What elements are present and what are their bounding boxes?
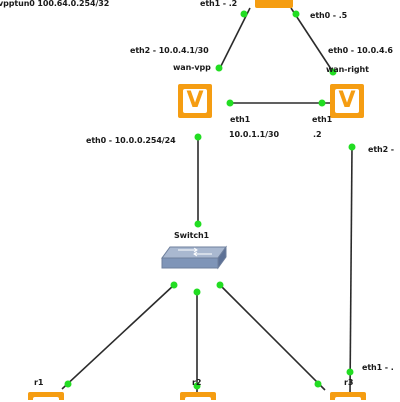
router-wan-vpp[interactable]: V (178, 84, 212, 118)
port-dot (193, 382, 201, 390)
label-eth1-top: eth1 - .2 (200, 0, 238, 8)
label-eth1-wanvpp-ip: 10.0.1.1/30 (229, 130, 279, 139)
router-top-node[interactable] (255, 0, 293, 8)
link-switch-r1[interactable] (61, 284, 175, 390)
label-eth0-wanright: eth0 - 10.0.4.6 (328, 46, 393, 55)
label-eth1-wanright: eth1 (312, 115, 333, 124)
port-dot (318, 99, 326, 107)
router-v-icon: V (338, 88, 356, 113)
label-wan-vpp: wan-vpp (173, 63, 211, 72)
switch1-icon[interactable] (161, 245, 227, 270)
port-dot (194, 133, 202, 141)
link-top-wanvpp[interactable] (219, 7, 251, 69)
label-switch1: Switch1 (174, 231, 210, 240)
label-eth0-wanvpp: eth0 - 10.0.0.254/24 (86, 136, 176, 145)
port-dot (193, 288, 201, 296)
port-dot (348, 143, 356, 151)
label-r2: r2 (192, 378, 202, 387)
router-wan-right[interactable]: V (330, 84, 364, 118)
port-dot (226, 99, 234, 107)
port-dot (240, 10, 248, 18)
label-vpptun0: vpptun0 100.64.0.254/32 (0, 0, 110, 8)
link-wanright-r3[interactable] (349, 146, 353, 395)
label-r3: r3 (344, 378, 354, 387)
link-top-wanright[interactable] (290, 7, 334, 73)
port-dot (329, 68, 337, 76)
port-dot (346, 368, 354, 376)
label-eth2-wanvpp: eth2 - 10.0.4.1/30 (130, 46, 209, 55)
router-r1[interactable] (28, 392, 64, 402)
label-eth1-wanvpp: eth1 (230, 115, 251, 124)
router-r3[interactable] (330, 392, 366, 402)
label-r1: r1 (34, 378, 44, 387)
label-eth1-r3: eth1 - . (362, 363, 394, 372)
label-eth0-top-right: eth0 - .5 (310, 11, 348, 20)
port-dot (64, 380, 72, 388)
port-dot (216, 281, 224, 289)
link-switch-r3[interactable] (219, 284, 326, 391)
port-dot (292, 10, 300, 18)
label-eth1-wanright-ip: .2 (313, 130, 322, 139)
port-dot (314, 380, 322, 388)
label-eth2-wanright: eth2 - (368, 145, 395, 154)
router-r2[interactable] (180, 392, 216, 402)
label-wan-right: wan-right (326, 65, 369, 74)
port-dot (215, 64, 223, 72)
port-dot (194, 220, 202, 228)
port-dot (170, 281, 178, 289)
router-v-icon: V (186, 88, 204, 113)
